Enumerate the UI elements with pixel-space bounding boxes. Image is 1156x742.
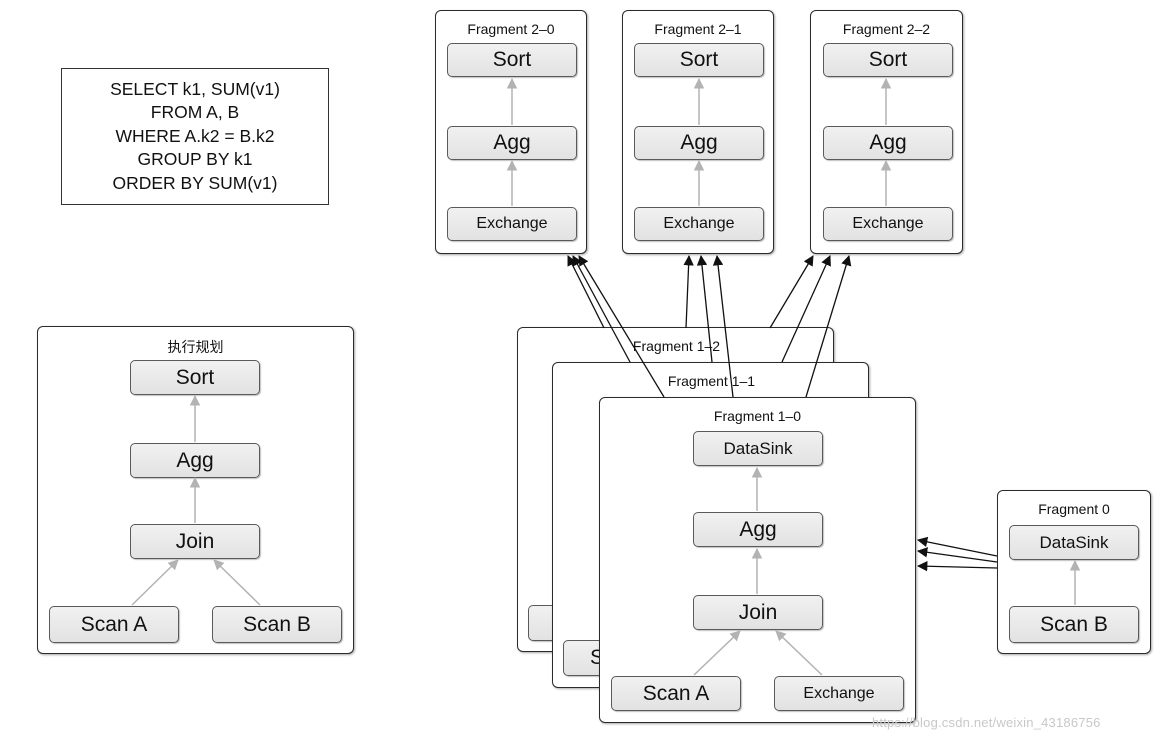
broadcast-arrow bbox=[916, 547, 998, 563]
broadcast-arrow bbox=[916, 561, 998, 572]
sql-line: SELECT k1, SUM(v1) bbox=[110, 78, 280, 99]
sort-node: Sort bbox=[447, 43, 577, 77]
sql-line: GROUP BY k1 bbox=[137, 149, 253, 170]
fragment-2-0: Fragment 2–0 Sort Agg Exchange bbox=[435, 10, 587, 254]
fragment-2-2: Fragment 2–2 Sort Agg Exchange bbox=[810, 10, 963, 254]
plan-edge-scana-join bbox=[131, 559, 179, 606]
shuffle-arrow bbox=[683, 254, 694, 329]
fragment-2-1: Fragment 2–1 Sort Agg Exchange bbox=[622, 10, 774, 254]
exchange-node: Exchange bbox=[447, 207, 577, 241]
shuffle-arrow bbox=[578, 255, 665, 398]
exchange-node: Exchange bbox=[634, 207, 764, 241]
sql-line: FROM A, B bbox=[150, 102, 240, 123]
sql-line: ORDER BY SUM(v1) bbox=[112, 172, 278, 193]
fragment-title: Fragment 1–2 bbox=[632, 338, 721, 354]
shuffle-arrow bbox=[567, 255, 605, 329]
agg-node: Agg bbox=[634, 126, 764, 160]
scan-b-node: Scan B bbox=[1009, 606, 1139, 643]
shuffle-arrow bbox=[805, 255, 852, 398]
agg-node: Agg bbox=[823, 126, 953, 160]
plan-agg-node: Agg bbox=[130, 443, 260, 478]
f10-edge-scana-join bbox=[693, 630, 741, 676]
fragment-title: Fragment 2–2 bbox=[842, 21, 931, 37]
fragment-title: Fragment 0 bbox=[1038, 501, 1110, 517]
plan-scan-a-node: Scan A bbox=[49, 606, 179, 643]
sql-query-box: SELECT k1, SUM(v1) FROM A, B WHERE A.k2 … bbox=[61, 68, 329, 205]
shuffle-arrow bbox=[696, 254, 713, 363]
sort-node: Sort bbox=[823, 43, 953, 77]
shuffle-arrow bbox=[769, 255, 814, 329]
shuffle-arrow bbox=[572, 255, 631, 363]
broadcast-arrow bbox=[916, 536, 998, 557]
fragment-title: Fragment 1–0 bbox=[713, 408, 802, 424]
fragment-title: Fragment 1–1 bbox=[667, 373, 756, 389]
plan-scan-b-node: Scan B bbox=[212, 606, 342, 643]
fragment-title: Fragment 2–1 bbox=[654, 21, 742, 37]
shuffle-arrow bbox=[781, 255, 831, 363]
agg-node: Agg bbox=[693, 512, 823, 547]
plan-edge-scanb-join bbox=[213, 559, 261, 606]
fragment-1-0: Fragment 1–0 DataSink Agg Join Scan A Ex… bbox=[599, 397, 916, 723]
datasink-node: DataSink bbox=[693, 431, 823, 466]
sql-line: WHERE A.k2 = B.k2 bbox=[115, 125, 275, 146]
exchange-node: Exchange bbox=[774, 676, 904, 711]
datasink-node: DataSink bbox=[1009, 525, 1139, 560]
join-node: Join bbox=[693, 595, 823, 630]
plan-sort-node: Sort bbox=[130, 360, 260, 395]
f10-edge-exch-join bbox=[775, 630, 823, 676]
agg-node: Agg bbox=[447, 126, 577, 160]
scan-a-node: Scan A bbox=[611, 676, 741, 711]
fragment-title: Fragment 2–0 bbox=[467, 21, 555, 37]
fragment-0: Fragment 0 DataSink Scan B bbox=[997, 490, 1151, 654]
exchange-node: Exchange bbox=[823, 207, 953, 241]
sort-node: Sort bbox=[634, 43, 764, 77]
plan-join-node: Join bbox=[130, 524, 260, 559]
plan-title: 执行规划 bbox=[167, 339, 224, 355]
execution-plan-frame: 执行规划 Sort Agg Join Scan A Scan B bbox=[37, 326, 354, 654]
shuffle-arrow bbox=[712, 254, 734, 398]
watermark: https://blog.csdn.net/weixin_43186756 bbox=[872, 715, 1101, 730]
